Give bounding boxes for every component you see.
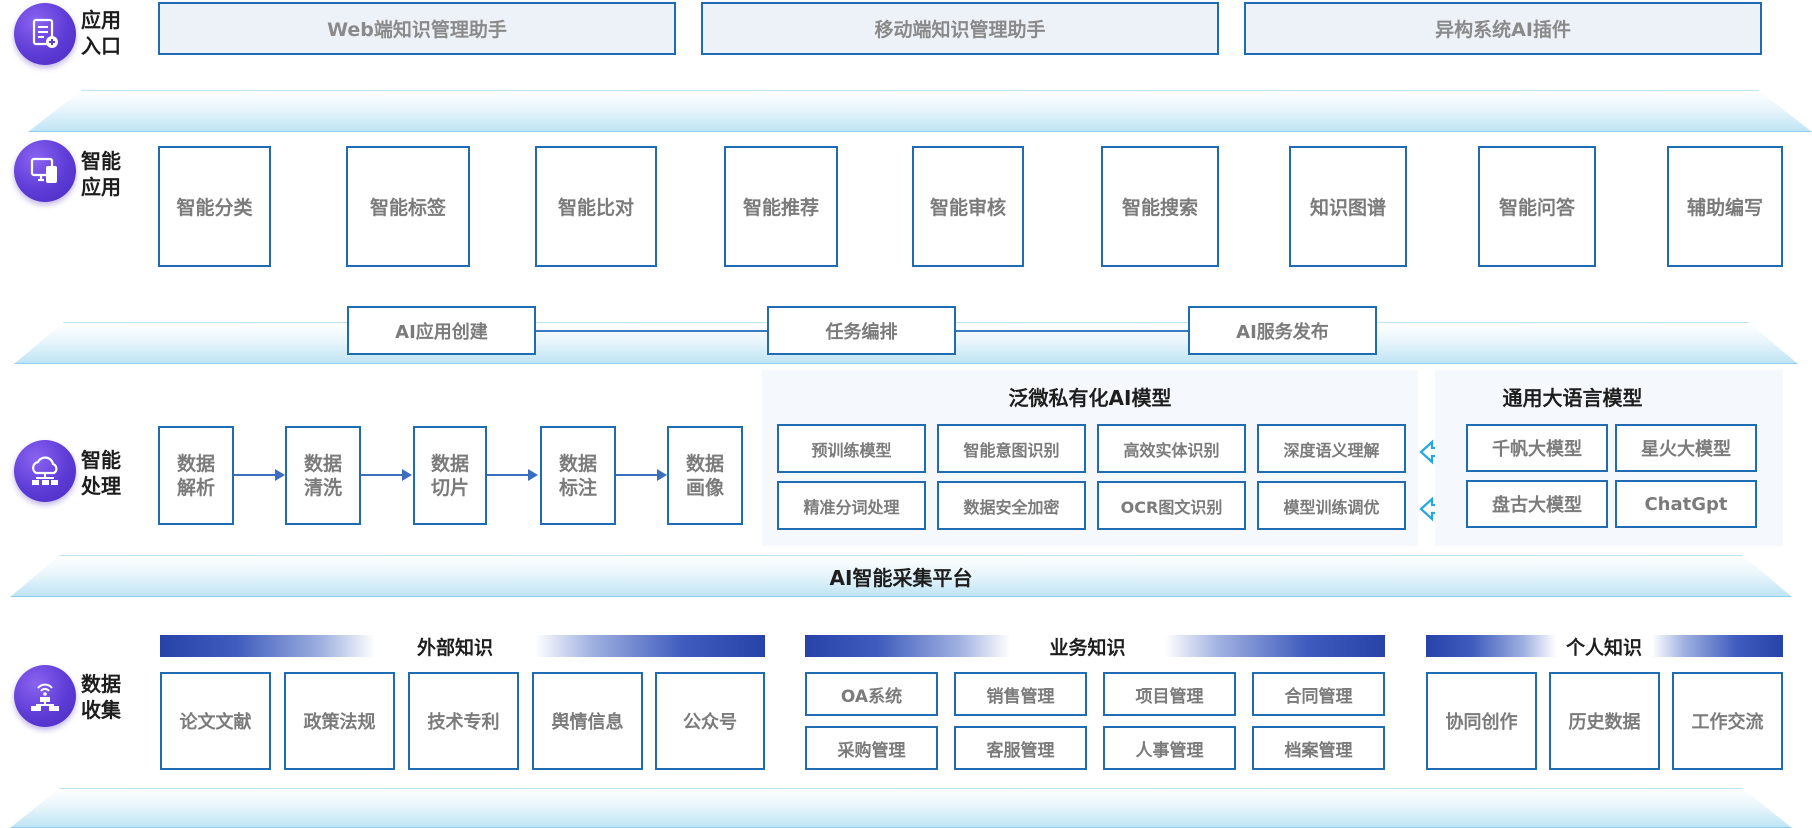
app-classification[interactable]: 智能分类	[158, 146, 271, 267]
biz-project[interactable]: 项目管理	[1103, 672, 1236, 716]
orch-ai-service-publish[interactable]: AI服务发布	[1188, 306, 1377, 355]
model-ocr[interactable]: OCR图文识别	[1097, 481, 1246, 530]
model-encrypt[interactable]: 数据安全加密	[937, 481, 1086, 530]
pipeline-profile[interactable]: 数据 画像	[667, 426, 743, 525]
model-tokenize[interactable]: 精准分词处理	[777, 481, 926, 530]
biz-customer-service[interactable]: 客服管理	[954, 726, 1087, 770]
general-llm-title: 通用大语言模型	[1502, 386, 1643, 410]
pipeline-clean[interactable]: 数据 清洗	[285, 426, 361, 525]
pipeline-slice[interactable]: 数据 切片	[413, 426, 487, 525]
data-hierarchy-icon	[31, 683, 59, 711]
entry-row-label: 应用 入口	[81, 8, 121, 58]
biz-archive[interactable]: 档案管理	[1252, 726, 1385, 770]
external-bar-right	[535, 635, 765, 657]
pipeline-arrow-4	[616, 474, 658, 476]
llm-qianfan[interactable]: 千帆大模型	[1466, 424, 1608, 472]
app-comparison[interactable]: 智能比对	[535, 146, 657, 267]
entry-row-icon	[14, 3, 76, 65]
biz-hr[interactable]: 人事管理	[1103, 726, 1236, 770]
document-add-icon	[32, 18, 58, 48]
pipeline-arrowhead-4	[657, 469, 667, 481]
pipeline-arrow-3	[487, 474, 529, 476]
collect-row-label: 数据 收集	[81, 672, 121, 722]
pipeline-arrowhead-1	[275, 469, 285, 481]
app-search[interactable]: 智能搜索	[1101, 146, 1219, 267]
orchestration-connector-1	[534, 330, 769, 332]
external-sentiment[interactable]: 舆情信息	[532, 672, 643, 770]
external-title: 外部知识	[416, 637, 493, 659]
app-review[interactable]: 智能审核	[912, 146, 1024, 267]
collect-row-icon	[14, 665, 76, 727]
band-entry-base	[28, 90, 1812, 132]
cloud-network-icon	[32, 456, 58, 485]
app-writing-assist[interactable]: 辅助编写	[1667, 146, 1783, 267]
app-tagging[interactable]: 智能标签	[346, 146, 470, 267]
app-qa[interactable]: 智能问答	[1478, 146, 1596, 267]
app-row-label: 智能 应用	[81, 149, 121, 199]
orchestration-connector-2	[955, 330, 1190, 332]
llm-pangu[interactable]: 盘古大模型	[1466, 480, 1608, 528]
pipeline-arrow-2	[361, 474, 403, 476]
band-ai-collect-platform	[10, 555, 1792, 597]
private-model-title: 泛微私有化AI模型	[1008, 386, 1172, 410]
pipeline-arrow-1	[234, 474, 276, 476]
model-pretrain[interactable]: 预训练模型	[777, 424, 926, 473]
process-row-icon	[14, 440, 76, 502]
entry-ai-plugin[interactable]: 异构系统AI插件	[1244, 2, 1762, 55]
llm-chatgpt[interactable]: ChatGpt	[1615, 480, 1757, 528]
business-title: 业务知识	[1049, 637, 1126, 659]
biz-contract[interactable]: 合同管理	[1252, 672, 1385, 716]
biz-oa[interactable]: OA系统	[805, 672, 938, 716]
process-row-label: 智能 处理	[81, 448, 121, 498]
pipeline-annotate[interactable]: 数据 标注	[540, 426, 616, 525]
model-semantic[interactable]: 深度语义理解	[1257, 424, 1406, 473]
personal-bar-left	[1426, 635, 1556, 657]
pipeline-arrowhead-3	[528, 469, 538, 481]
business-bar-right	[1165, 635, 1385, 657]
personal-coauthor[interactable]: 协同创作	[1426, 672, 1537, 770]
business-bar-left	[805, 635, 1010, 657]
app-row-icon	[14, 140, 76, 202]
model-entity[interactable]: 高效实体识别	[1097, 424, 1246, 473]
personal-communication[interactable]: 工作交流	[1672, 672, 1783, 770]
external-patents[interactable]: 技术专利	[408, 672, 519, 770]
band-collect-base	[10, 788, 1792, 828]
app-recommendation[interactable]: 智能推荐	[724, 146, 838, 267]
app-knowledge-graph[interactable]: 知识图谱	[1289, 146, 1407, 267]
biz-procurement[interactable]: 采购管理	[805, 726, 938, 770]
llm-xinghuo[interactable]: 星火大模型	[1615, 424, 1757, 472]
biz-sales[interactable]: 销售管理	[954, 672, 1087, 716]
orch-ai-app-create[interactable]: AI应用创建	[347, 306, 536, 355]
platform-title: AI智能采集平台	[829, 566, 973, 590]
device-icon	[30, 157, 57, 183]
external-official-account[interactable]: 公众号	[655, 672, 765, 770]
entry-web-assistant[interactable]: Web端知识管理助手	[158, 2, 676, 55]
personal-bar-right	[1652, 635, 1783, 657]
model-intent[interactable]: 智能意图识别	[937, 424, 1086, 473]
model-tuning[interactable]: 模型训练调优	[1257, 481, 1406, 530]
pipeline-arrowhead-2	[402, 469, 412, 481]
pipeline-parse[interactable]: 数据 解析	[158, 426, 234, 525]
external-bar-left	[160, 635, 375, 657]
external-policies[interactable]: 政策法规	[284, 672, 395, 770]
personal-title: 个人知识	[1565, 637, 1642, 659]
external-papers[interactable]: 论文文献	[160, 672, 271, 770]
entry-mobile-assistant[interactable]: 移动端知识管理助手	[701, 2, 1219, 55]
orch-task-arrange[interactable]: 任务编排	[767, 306, 956, 355]
personal-history[interactable]: 历史数据	[1549, 672, 1660, 770]
